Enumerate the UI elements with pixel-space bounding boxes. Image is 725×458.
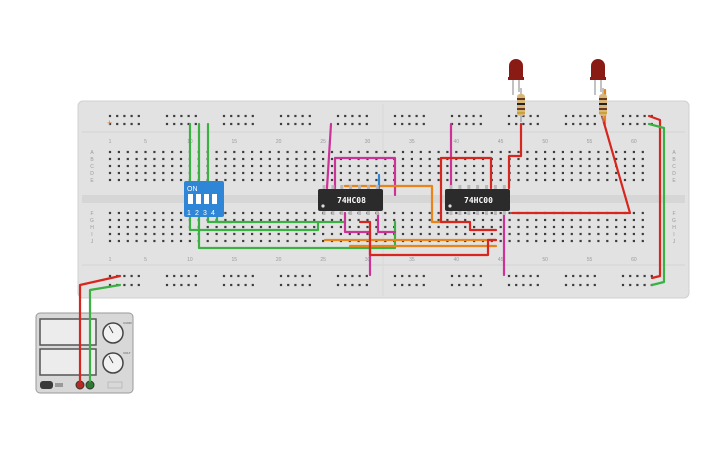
column-number: 35 <box>409 257 415 263</box>
row-letter: C <box>90 164 94 170</box>
dip-switch-on-label: ON <box>187 186 198 193</box>
column-number: 45 <box>498 139 504 145</box>
red-wire-4[interactable] <box>507 122 523 190</box>
row-letter: A <box>672 150 676 156</box>
column-number: 15 <box>232 139 238 145</box>
current-knob-label: CURR <box>123 321 132 325</box>
column-number: 20 <box>276 257 282 263</box>
row-letter: D <box>90 171 94 177</box>
positive-terminal[interactable] <box>85 380 95 390</box>
row-letter: C <box>672 164 676 170</box>
row-letter: E <box>672 178 676 184</box>
rail-jumper-green[interactable] <box>647 122 666 287</box>
row-letter: I <box>673 232 674 238</box>
power-rail-plus-label: + <box>107 118 112 128</box>
dip-toggle-4[interactable] <box>212 194 217 204</box>
dip-number-3: 3 <box>203 210 207 217</box>
chip-74hc08[interactable]: 74HC08 <box>318 185 383 215</box>
column-number: 1 <box>109 257 112 263</box>
rail-jumper-red[interactable] <box>647 114 662 280</box>
dip-toggle-1[interactable] <box>188 194 193 204</box>
led-1[interactable] <box>508 59 524 95</box>
column-number: 60 <box>631 257 637 263</box>
column-number: 5 <box>144 139 147 145</box>
column-number: 1 <box>109 139 112 145</box>
column-number: 10 <box>187 257 193 263</box>
row-letter: H <box>90 225 94 231</box>
led-2[interactable] <box>590 59 606 95</box>
column-number: 15 <box>232 257 238 263</box>
column-number: 30 <box>365 139 371 145</box>
row-letter: H <box>672 225 676 231</box>
negative-terminal[interactable] <box>75 380 85 390</box>
magenta-wire-2[interactable] <box>333 156 397 197</box>
dip-switch[interactable]: ON 1 2 3 4 <box>184 181 224 217</box>
chip-label-74hc08: 74HC08 <box>337 196 366 205</box>
row-letter: D <box>672 171 676 177</box>
column-number: 5 <box>144 257 147 263</box>
column-number: 25 <box>320 257 326 263</box>
row-letter: G <box>672 218 676 224</box>
column-number: 40 <box>454 257 460 263</box>
magenta-wire-1[interactable] <box>325 122 333 190</box>
row-letter: A <box>90 150 94 156</box>
red-wire-2[interactable] <box>439 156 498 232</box>
power-supply: CURR VOLT <box>35 312 134 394</box>
magenta-wire-4[interactable] <box>376 211 397 234</box>
column-number: 50 <box>542 257 548 263</box>
voltage-knob-label: VOLT <box>123 351 131 355</box>
current-display <box>39 318 97 346</box>
red-wire-1[interactable] <box>439 156 493 190</box>
column-number: 25 <box>320 139 326 145</box>
row-letter: E <box>90 178 94 184</box>
supply-wire-green[interactable] <box>88 283 122 383</box>
voltage-display <box>39 348 97 376</box>
red-wire-3[interactable] <box>358 220 498 257</box>
row-letter: I <box>91 232 92 238</box>
row-letter: B <box>672 157 676 163</box>
red-wire-5[interactable] <box>510 114 632 215</box>
chip-74hc00[interactable]: 74HC00 <box>445 185 510 215</box>
dip-number-2: 2 <box>195 210 199 217</box>
resistor-2[interactable] <box>599 88 607 122</box>
dip-number-4: 4 <box>211 210 215 217</box>
supply-wire-red[interactable] <box>78 274 122 383</box>
dip-toggle-3[interactable] <box>204 194 209 204</box>
column-number: 20 <box>276 139 282 145</box>
row-letter: J <box>673 239 676 245</box>
resistor-1[interactable] <box>517 88 525 122</box>
row-letter: G <box>90 218 94 224</box>
column-number: 40 <box>454 139 460 145</box>
dip-out-wire-1[interactable] <box>188 210 320 232</box>
column-number: 55 <box>587 139 593 145</box>
column-number: 35 <box>409 139 415 145</box>
dip-number-1: 1 <box>187 210 191 217</box>
row-letter: F <box>672 211 675 217</box>
breadboard-holes <box>108 114 653 287</box>
column-number: 50 <box>542 139 548 145</box>
power-toggle[interactable] <box>40 381 53 389</box>
column-number: 55 <box>587 257 593 263</box>
dip-toggle-2[interactable] <box>196 194 201 204</box>
column-number: 60 <box>631 139 637 145</box>
row-letter: F <box>90 211 93 217</box>
column-number: 45 <box>498 257 504 263</box>
column-number: 30 <box>365 257 371 263</box>
row-letter: B <box>90 157 94 163</box>
chip-label-74hc00: 74HC00 <box>464 196 493 205</box>
dip-out-wire-2[interactable] <box>197 210 397 250</box>
row-letter: J <box>91 239 94 245</box>
